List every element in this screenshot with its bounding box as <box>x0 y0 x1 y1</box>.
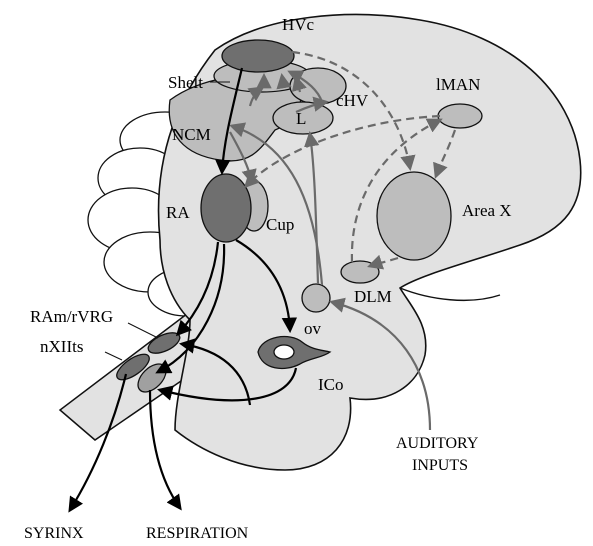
leader-nxiits <box>105 352 122 360</box>
label-ico: ICo <box>318 375 344 394</box>
label-chv: cHV <box>336 91 369 110</box>
hvc-nucleus <box>222 40 294 72</box>
ico-lumen <box>274 345 294 359</box>
lman-nucleus <box>438 104 482 128</box>
dlm-nucleus <box>341 261 379 283</box>
area-x-nucleus <box>377 172 451 260</box>
label-respiration: RESPIRATION <box>146 525 249 542</box>
label-ov: ov <box>304 319 322 338</box>
label-ram-rvrg: RAm/rVRG <box>30 307 113 326</box>
ra-nucleus <box>201 174 251 242</box>
leader-ram <box>128 323 158 338</box>
label-syrinx: SYRINX <box>24 525 84 542</box>
label-l: L <box>296 109 306 128</box>
label-auditory-inputs-line2: INPUTS <box>412 457 468 474</box>
label-area-x: Area X <box>462 201 512 220</box>
label-auditory-inputs-line1: AUDITORY <box>396 435 479 452</box>
label-ncm: NCM <box>172 125 211 144</box>
ov-nucleus <box>302 284 330 312</box>
label-dlm: DLM <box>354 287 392 306</box>
label-ra: RA <box>166 203 190 222</box>
midbrain-contour <box>400 288 500 300</box>
label-nxiits: nXIIts <box>40 337 83 356</box>
label-shelt: Shelt <box>168 73 203 92</box>
arrow-resp-to-respiration <box>150 390 180 508</box>
label-hvc: HVc <box>282 15 315 34</box>
label-cup: Cup <box>266 215 294 234</box>
label-lman: lMAN <box>436 75 480 94</box>
